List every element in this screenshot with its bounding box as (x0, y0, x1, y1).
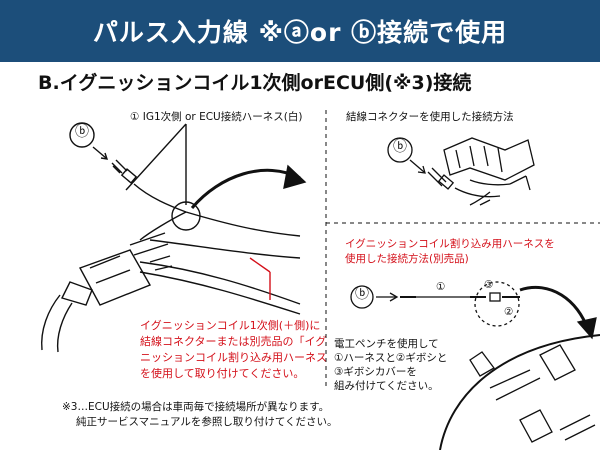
connector-ribs (455, 145, 503, 173)
marker-b-circle-left (69, 122, 95, 148)
marker-b-bottom: ⓑ (355, 286, 369, 302)
connector-body (443, 137, 535, 181)
part-3-label: ③ (484, 279, 494, 291)
marker-b-circle-top (387, 137, 413, 163)
harness-leader-diag (125, 123, 187, 191)
assembly-part-b (539, 344, 576, 381)
section-heading: B.イグニッションコイル1次側orECU側(※3)接続 (38, 72, 472, 94)
assembly-arc (439, 334, 600, 450)
assembly-part-a (469, 351, 495, 377)
part-2-label: ② (504, 306, 514, 318)
assembly-part-c (519, 409, 553, 443)
terminal-pin (111, 159, 128, 174)
coil-boot (60, 281, 93, 306)
footnote: ※3…ECU接続の場合は車両毎で接続場所が異なります。 純正サービスマニュアルを… (62, 400, 338, 430)
left-note-line: ニッションコイル割り込み用ハーネス (140, 351, 327, 364)
magnifier-circle (171, 201, 201, 231)
connector-tail (469, 191, 491, 206)
splice-sleeve (489, 292, 501, 302)
plug-lower (149, 255, 173, 271)
instr-line: 電工ペンチを使用して (334, 338, 439, 350)
harness-label: ① IG1次側 or ECU接続ハーネス(白) (130, 111, 303, 123)
marker-b-arrow-left (92, 146, 107, 159)
footnote-line: 純正サービスマニュアルを参照し取り付けてください。 (76, 416, 338, 428)
left-harness-illustration (41, 122, 307, 353)
instr-line: ①ハーネスと②ギボシと (334, 352, 448, 364)
big-arrow-curve (190, 168, 301, 209)
connector-illustration (387, 137, 535, 206)
banner-title: パルス入力線 ※ⓐor ⓑ接続で使用 (92, 18, 508, 47)
instr-line: 組み付けてください。 (334, 380, 439, 392)
splice-illustration (350, 281, 600, 450)
marker-b-arrowhead-left (100, 152, 109, 160)
terminal-sleeve (120, 168, 138, 184)
red-leader-line (249, 257, 271, 300)
coil-ridges (89, 255, 131, 284)
splice-method-title: イグニッションコイル割り込み用ハーネスを 使用した接続方法(別売品) (345, 237, 555, 267)
connector-method-label: 結線コネクターを使用した接続方法 (346, 111, 514, 123)
marker-b-arrowhead-top (417, 165, 426, 174)
left-note-line: 結線コネクターまたは別売品の「イグ (140, 335, 327, 348)
terminal-sleeve-top (437, 174, 455, 190)
connector-latch (509, 175, 531, 191)
marker-b-arrowhead-bottom (389, 292, 399, 302)
splice-zoom-circle (474, 281, 520, 327)
part-1-label: ① (436, 281, 446, 293)
marker-b-circle-bottom (350, 285, 374, 309)
terminal-wire (133, 183, 187, 213)
harness-wire-lower (139, 261, 301, 315)
connector-wires (454, 179, 511, 198)
instr-line: ③ギボシカバーを (334, 366, 417, 378)
splice-title-line: 使用した接続方法(別売品) (345, 253, 469, 265)
marker-b-left: ⓑ (75, 124, 89, 140)
page-banner: パルス入力線 ※ⓐor ⓑ接続で使用 (0, 0, 600, 62)
left-note-line: イグニッションコイル1次側(＋側)に (140, 319, 321, 332)
splice-arrow-head (576, 317, 597, 340)
footnote-line: ※3…ECU接続の場合は車両毎で接続場所が異なります。 (62, 401, 330, 413)
assembly-wires (489, 369, 541, 401)
coil-body (78, 249, 152, 306)
marker-b-top: ⓑ (393, 139, 407, 155)
left-note-line: を使用して取り付けてください。 (140, 367, 305, 380)
left-note: イグニッションコイル1次側(＋側)に 結線コネクターまたは別売品の「イグ ニッシ… (140, 318, 327, 382)
big-arrow-head (283, 164, 307, 189)
assembly-tail (559, 414, 596, 441)
plug-upper (129, 232, 169, 256)
terminal-pin-top (427, 167, 447, 187)
splice-instructions: 電工ペンチを使用して ①ハーネスと②ギボシと ③ギボシカバーを 組み付けてくださ… (334, 337, 447, 393)
splice-arrow-curve (519, 285, 590, 331)
splice-title-line: イグニッションコイル割り込み用ハーネスを (345, 238, 555, 250)
coil-cable (41, 294, 73, 353)
marker-b-arrow-top (409, 159, 425, 173)
harness-wire-join (139, 211, 187, 241)
